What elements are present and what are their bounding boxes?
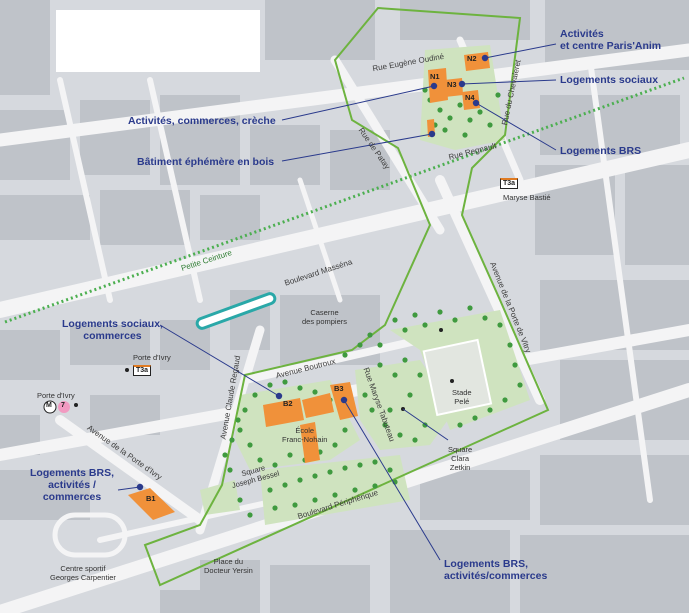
plot-b3: B3 — [334, 384, 344, 393]
plot-n2: N2 — [467, 54, 477, 63]
place-porte-ivry-tram: Porte d'Ivry — [133, 353, 171, 362]
callout-logements-brs-top: Logements BRS — [560, 145, 642, 157]
tram-badge-porte-ivry: T3a — [133, 365, 152, 376]
plot-n4: N4 — [465, 93, 475, 102]
callout-lines — [117, 43, 557, 561]
tram-badge-maryse: T3a — [500, 178, 519, 189]
metro-label: M — [46, 402, 52, 409]
building-plots — [128, 52, 490, 520]
metro-line-7-icon — [58, 401, 70, 413]
place-line: Stade — [452, 388, 472, 397]
metro-line-label: 7 — [61, 402, 65, 409]
place-line: Centre sportif — [60, 564, 106, 573]
place-maryse-bastie: Maryse Bastié — [503, 193, 551, 202]
plot-n3: N3 — [447, 80, 457, 89]
place-line: Clara — [451, 454, 470, 463]
callout-line: activités / — [48, 479, 96, 491]
callout-logements-brs-activites-left: Logements BRS, activités / commerces — [30, 467, 114, 503]
place-square-clara: Square Clara Zetkin — [448, 445, 472, 472]
plot-b1: B1 — [146, 494, 156, 503]
plot-n1: N1 — [430, 72, 440, 81]
stade-pele-field — [422, 338, 493, 417]
callout-line: activités/commerces — [444, 570, 548, 582]
place-line: Franc-Nohain — [282, 435, 328, 444]
callout-line: Logements sociaux, — [62, 318, 163, 330]
place-line: Caserne — [310, 308, 339, 317]
callout-batiment-ephemere: Bâtiment éphémère en bois — [137, 156, 275, 168]
callout-line: commerces — [42, 491, 102, 503]
callout-line: et centre Paris'Anim — [560, 40, 662, 52]
place-yersin: Place du Docteur Yersin — [204, 557, 253, 575]
place-line: des pompiers — [302, 317, 348, 326]
plot-b2: B2 — [283, 399, 293, 408]
callout-line: Activités — [560, 28, 604, 40]
callout-activites-paris-anim: Activités et centre Paris'Anim — [560, 28, 661, 52]
metro-icon — [43, 400, 57, 414]
place-caserne: Caserne des pompiers — [302, 308, 347, 326]
place-stade-pele: Stade Pelé — [452, 388, 472, 406]
sport-track — [52, 512, 128, 558]
callout-logements-brs-activites-bottom: Logements BRS, activités/commerces — [444, 558, 547, 582]
place-ecole: École Franc-Nohain — [282, 426, 327, 444]
callout-activites-creche: Activités, commerces, crèche — [128, 115, 276, 127]
place-line: École — [295, 426, 315, 435]
place-porte-ivry-metro: Porte d'Ivry — [37, 391, 75, 400]
place-centre-sportif: Centre sportif Georges Carpentier — [50, 564, 116, 582]
place-line: Place du — [213, 557, 243, 566]
callout-line: commerces — [83, 330, 142, 342]
project-perimeter — [143, 6, 550, 587]
place-line: Pelé — [454, 397, 470, 406]
callout-logements-sociaux-top: Logements sociaux — [560, 74, 659, 86]
place-line: Georges Carpentier — [50, 573, 116, 582]
place-line: Docteur Yersin — [204, 566, 253, 575]
place-line: Zetkin — [449, 463, 471, 472]
white-cover-box — [56, 10, 260, 72]
tram-shape — [195, 292, 277, 330]
callout-line: Logements BRS, — [30, 467, 115, 479]
callout-line: Logements BRS, — [444, 558, 529, 570]
petite-ceinture-line — [4, 76, 685, 324]
callout-logements-sociaux-commerces: Logements sociaux, commerces — [62, 318, 163, 342]
place-line: Square — [448, 445, 473, 454]
